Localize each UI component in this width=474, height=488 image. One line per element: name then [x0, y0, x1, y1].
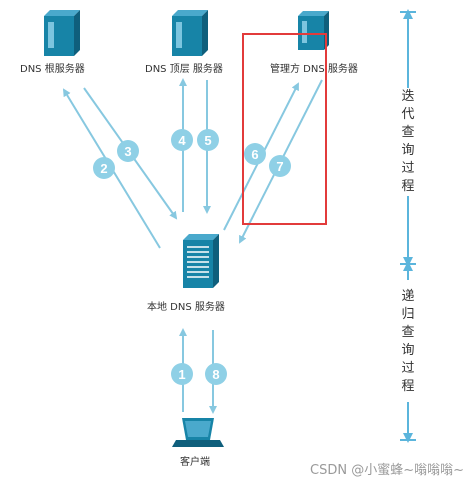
step-number-3: 3 — [124, 144, 131, 159]
step-number-2: 2 — [100, 161, 107, 176]
tld-server-icon — [172, 10, 208, 56]
highlight-box — [242, 33, 327, 225]
step-number-1: 1 — [178, 367, 185, 382]
root-server-label: DNS 根服务器 — [20, 64, 85, 75]
auth-server-icon — [298, 11, 329, 50]
local-dns-label: 本地 DNS 服务器 — [147, 302, 225, 313]
client-label: 客户端 — [180, 457, 210, 468]
tld-server-label: DNS 顶层 服务器 — [145, 64, 223, 75]
recursive-phase-label: 递归查询过程 — [401, 289, 415, 394]
step-badge-8: 8 — [205, 363, 227, 385]
step-badge-1: 1 — [171, 363, 193, 385]
step-badge-7: 7 — [269, 155, 291, 177]
iterative-phase-label: 迭代查询过程 — [401, 89, 415, 194]
step-number-8: 8 — [212, 367, 219, 382]
step-badge-4: 4 — [171, 129, 193, 151]
root-server-icon — [44, 10, 80, 56]
watermark: CSDN @小蜜蜂~嗡嗡嗡~ — [310, 463, 464, 478]
step-number-4: 4 — [178, 133, 186, 148]
step-number-5: 5 — [204, 133, 211, 148]
step-badge-3: 3 — [117, 140, 139, 162]
step-badge-5: 5 — [197, 129, 219, 151]
phase-brackets — [400, 8, 416, 443]
auth-server-label: 管理方 DNS 服务器 — [270, 64, 358, 75]
step-badge-2: 2 — [93, 157, 115, 179]
laptop-icon — [172, 418, 224, 447]
local-dns-server-icon — [183, 234, 219, 288]
step-number-7: 7 — [276, 159, 283, 174]
step-number-6: 6 — [251, 147, 258, 162]
step-badge-6: 6 — [244, 143, 266, 165]
